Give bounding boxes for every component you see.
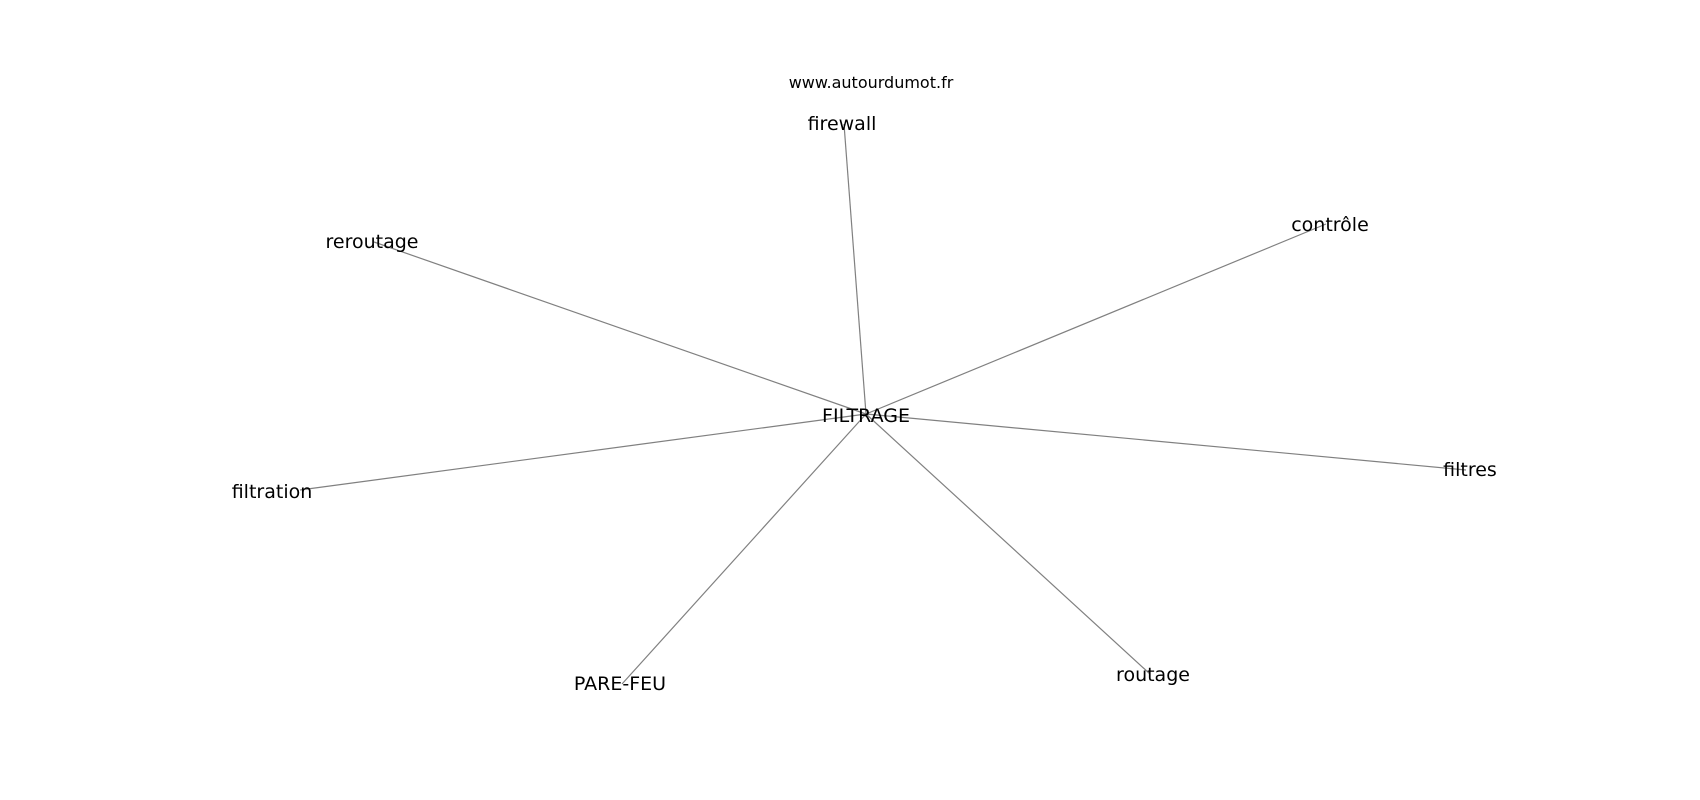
node-label-center[interactable]: FILTRAGE xyxy=(822,405,910,427)
node-label-pare-feu[interactable]: PARE-FEU xyxy=(574,673,666,695)
edge-pare-feu xyxy=(621,413,867,685)
node-label-controle[interactable]: contrôle xyxy=(1291,214,1369,236)
node-label-firewall[interactable]: firewall xyxy=(808,113,877,135)
edge-routage xyxy=(865,413,1151,675)
edge-controle xyxy=(865,223,1327,415)
graph-edges xyxy=(299,123,1467,685)
node-label-filtration[interactable]: filtration xyxy=(232,481,313,503)
node-label-routage[interactable]: routage xyxy=(1116,664,1190,686)
watermark-text: www.autourdumot.fr xyxy=(789,73,954,92)
edge-reroutage xyxy=(373,241,867,415)
edge-filtres xyxy=(865,413,1467,471)
node-label-reroutage[interactable]: reroutage xyxy=(326,231,419,253)
edge-firewall xyxy=(843,123,867,415)
graph-labels: FILTRAGE firewall contrôle reroutage fil… xyxy=(232,113,1497,695)
node-label-filtres[interactable]: filtres xyxy=(1443,459,1497,481)
edge-filtration xyxy=(299,413,867,491)
